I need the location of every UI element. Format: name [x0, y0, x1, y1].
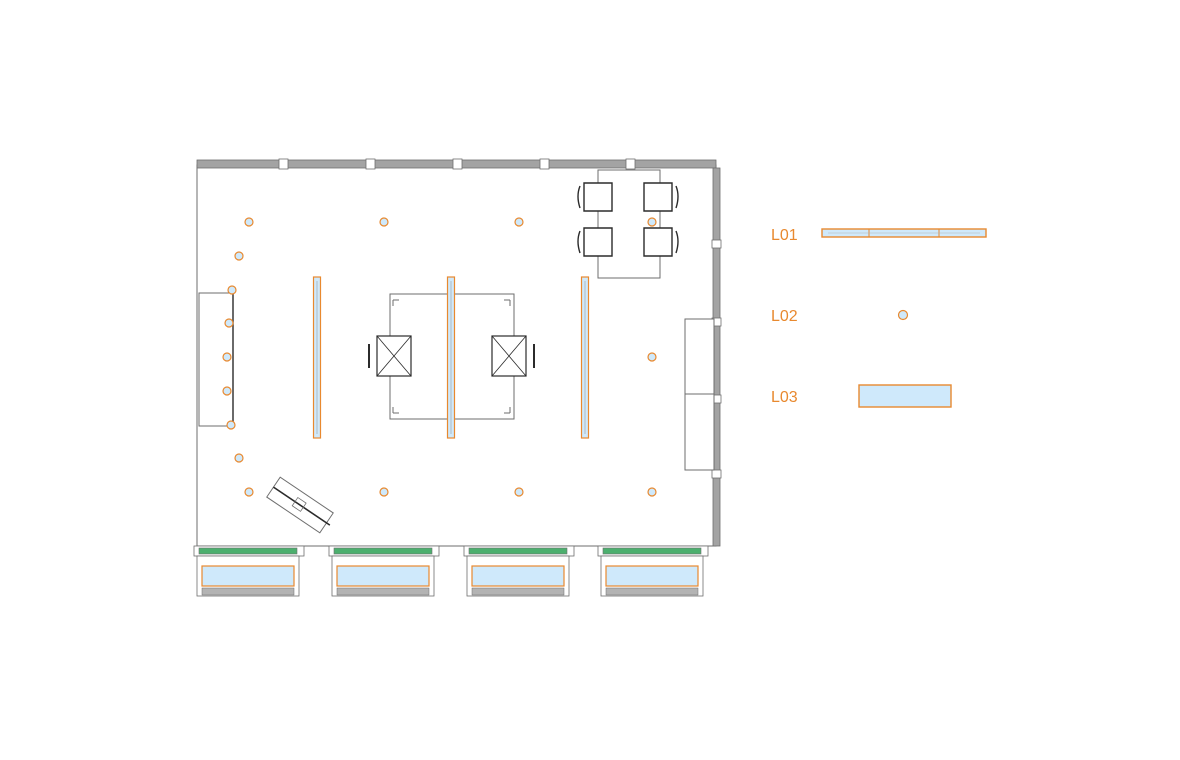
- desk-chair-right: [491, 335, 535, 377]
- downlight: [647, 352, 657, 362]
- linear-light-icon: [821, 228, 987, 238]
- chair-icon: [583, 182, 613, 212]
- window-glass: [471, 587, 565, 596]
- planter: [468, 547, 568, 555]
- legend-item-l02: L02: [771, 308, 909, 325]
- desk-chair-left: [368, 335, 412, 377]
- chair-icon: [643, 182, 673, 212]
- downlight: [226, 420, 236, 430]
- downlight: [222, 386, 232, 396]
- legend-item-l03: L03: [771, 384, 952, 408]
- panel-light: [605, 565, 699, 587]
- window-bay: [328, 545, 440, 597]
- downlight: [234, 453, 244, 463]
- bottom-windows: [193, 545, 709, 597]
- downlight: [222, 352, 232, 362]
- window-bay: [463, 545, 575, 597]
- downlight: [379, 217, 389, 227]
- downlight: [647, 217, 657, 227]
- planter: [198, 547, 298, 555]
- window-glass: [605, 587, 699, 596]
- window-glass: [336, 587, 430, 596]
- legend-code-l03: L03: [771, 389, 798, 406]
- right-cabinet: [684, 318, 715, 471]
- panel-light: [201, 565, 295, 587]
- linear-light: [312, 276, 322, 439]
- legend-code-l01: L01: [771, 227, 798, 244]
- downlight: [234, 251, 244, 261]
- downlight: [647, 487, 657, 497]
- panel-light-icon: [858, 384, 952, 408]
- legend-code-l02: L02: [771, 308, 798, 325]
- panel-light: [471, 565, 565, 587]
- downlight: [244, 217, 254, 227]
- downlight: [224, 318, 234, 328]
- planter: [333, 547, 433, 555]
- linear-lights: [312, 276, 590, 439]
- downlight: [379, 487, 389, 497]
- downlight-icon: [897, 309, 909, 321]
- top-wall: [196, 158, 717, 170]
- chair-icon: [643, 227, 673, 257]
- lounge-chair: [266, 476, 334, 534]
- panel-light: [336, 565, 430, 587]
- meeting-table: [577, 169, 679, 279]
- downlight: [244, 487, 254, 497]
- linear-light: [446, 276, 456, 439]
- downlight: [514, 217, 524, 227]
- central-workstation: [368, 293, 535, 420]
- downlight: [514, 487, 524, 497]
- linear-light: [580, 276, 590, 439]
- downlight: [227, 285, 237, 295]
- legend: L01 L02 L03: [771, 227, 987, 408]
- chair-icon: [583, 227, 613, 257]
- downlights: [222, 217, 657, 497]
- legend-item-l01: L01: [771, 227, 987, 244]
- window-glass: [201, 587, 295, 596]
- window-bay: [193, 545, 305, 597]
- planter: [602, 547, 702, 555]
- window-bay: [597, 545, 709, 597]
